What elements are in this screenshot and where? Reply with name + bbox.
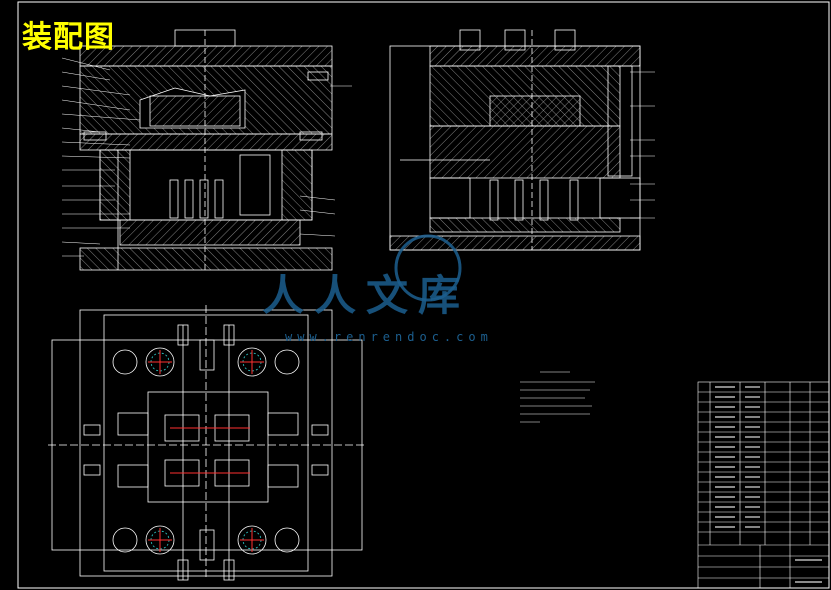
watermark-logo-icon <box>394 234 462 302</box>
watermark-brand: 人人文库 <box>262 271 471 320</box>
plan-view-red-features <box>148 350 264 552</box>
part-leaders-right <box>630 71 655 219</box>
plan-view <box>48 305 366 581</box>
parts-list-entries <box>715 386 822 583</box>
technical-notes <box>520 371 595 423</box>
drawing-title: 装配图 <box>22 20 115 55</box>
side-section-view <box>389 29 641 251</box>
parts-list-table <box>697 381 830 589</box>
front-section-view <box>79 29 333 271</box>
watermark-url: www.renrendoc.com <box>285 330 493 344</box>
sheet-border <box>17 1 830 589</box>
part-leaders-left <box>61 57 352 257</box>
